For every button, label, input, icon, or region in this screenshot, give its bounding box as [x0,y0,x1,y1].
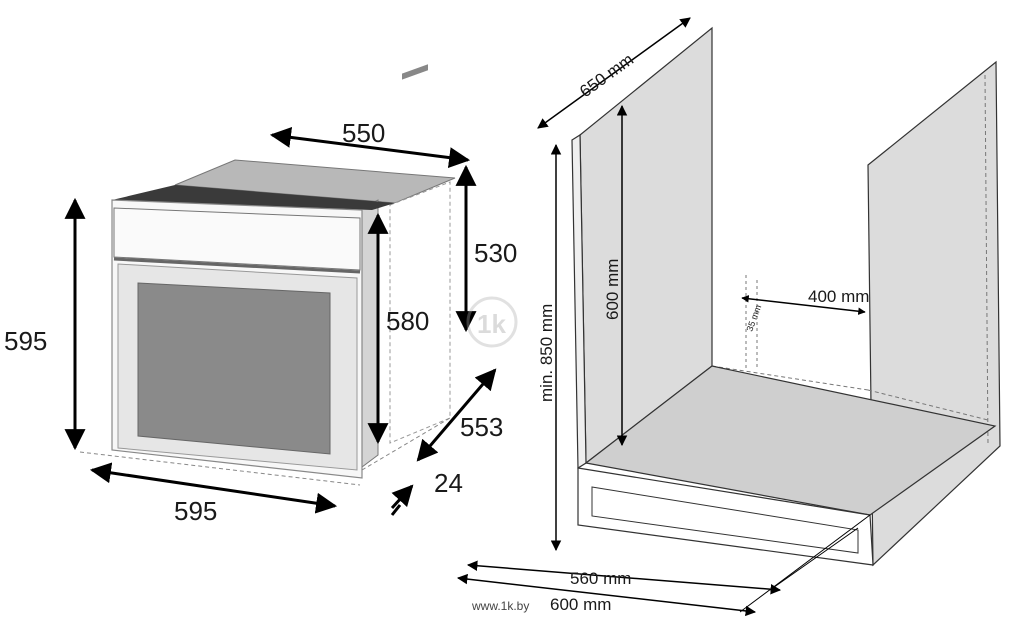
dim-553-label: 553 [460,412,503,442]
dim-600-h-arrow [456,573,757,617]
dim-650-label: 650 mm [576,50,637,101]
dim-850-label: min. 850 mm [537,304,556,402]
dim-560-label: 560 mm [570,569,631,588]
dim-24-arrow-2 [390,504,402,516]
dim-35-label: 35 mm [744,303,763,332]
dim-600-v-label: 600 mm [603,259,622,320]
dim-600-h-ext [739,514,871,613]
dim-550-arrow [269,126,471,169]
oven-vent [402,64,428,80]
oven-control-panel [113,207,361,271]
dim-600-h-label: 600 mm [550,595,611,614]
cabinet-drawing: 650 mm 600 mm min. 850 mm 400 mm 35 mm 5… [456,17,1001,617]
cabinet-right-inner [984,74,989,446]
dim-595-v-label: 595 [4,326,47,356]
watermark-logo: 1k [466,296,518,348]
cabinet-plinth-opening [591,486,859,554]
oven-drawing: 550 530 595 580 553 595 24 [4,64,517,526]
logo-circle [466,296,518,348]
dim-530-label: 530 [474,238,517,268]
oven-panel-divider [113,257,361,274]
logo-text: 1k [477,309,506,339]
dim-560-ext [769,527,859,591]
dim-580-label: 580 [386,306,429,336]
watermark-url: www.1k.by [471,599,529,613]
cabinet-shelf [584,365,997,516]
dim-553-arrow [416,368,497,462]
dim-24-arrow [390,484,414,510]
dim-650-arrow [537,17,691,129]
dim-400-arrow [741,295,866,315]
oven-panel-top [112,185,395,210]
cabinet-back-line [711,365,869,391]
dim-24-label: 24 [434,468,463,498]
dim-595-h-arrow [89,462,338,514]
oven-window [137,282,331,455]
dim-550-label: 550 [342,118,385,148]
dim-400-label: 400 mm [808,287,869,306]
dim-595-h-label: 595 [174,496,217,526]
